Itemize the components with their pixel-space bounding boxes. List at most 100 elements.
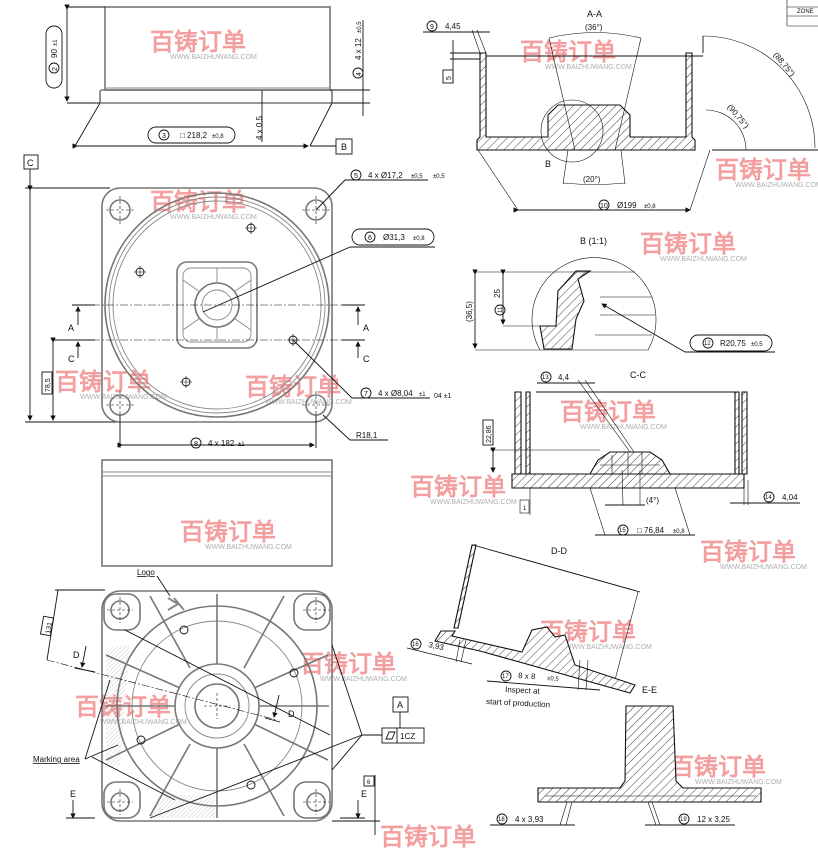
marking-area-bottom (150, 795, 215, 818)
dimension-text: WWW.BAIZHUWANG.COM (100, 719, 187, 726)
front-view (101, 459, 333, 567)
section-cc-title: C-C (630, 370, 646, 380)
dimension-text: 4 (356, 72, 363, 76)
dimension-text: 90 (50, 49, 59, 58)
dimension-text: 9 (430, 24, 434, 31)
dimension-text: 4 x 12 (354, 38, 363, 60)
callout-2: 2 90 ±1 (45, 25, 63, 89)
bottom-mounting-holes (103, 593, 331, 819)
dimension-text: □ 218,2 (180, 131, 208, 140)
dimension-text: 5 (446, 76, 453, 80)
side-view: 2 90 ±1 4 4 x 12 ±0,5 4 x 0,5 3 □ 218,2 … (45, 4, 370, 155)
feature-control-frame: 1CZ (381, 727, 425, 744)
dimension-text: 4,4 (558, 373, 570, 382)
dimension-text: WWW.BAIZHUWANG.COM (545, 64, 632, 71)
dimension-text: □ 76,84 (637, 526, 665, 535)
dimension-text: ±0,8 (413, 236, 425, 242)
dimension-text: A (68, 323, 74, 333)
dimension-text: E (361, 789, 367, 799)
dimension-text: A (363, 323, 369, 333)
dimension-text: 15 (619, 528, 626, 534)
section-aa-title: A-A (587, 9, 602, 19)
dimension-text: Ø31,3 (383, 233, 405, 242)
dimension-text: 百铸订单 (700, 538, 796, 566)
dim-131: 131 (45, 622, 54, 635)
dimension-text: WWW.BAIZHUWANG.COM (565, 644, 652, 651)
dimension-text: 百铸订单 (670, 753, 766, 781)
dimension-text: ±1 (53, 39, 59, 46)
dimension-text: WWW.BAIZHUWANG.COM (735, 182, 818, 189)
dimension-text: ±1 (238, 442, 245, 448)
dimension-text: (20°) (583, 175, 601, 184)
dimension-text: 百铸订单 (640, 230, 736, 258)
dimension-text: R20,75 (720, 339, 746, 348)
dimension-text: ±0,5 (751, 342, 763, 348)
dimension-text: 百铸订单 (715, 156, 811, 184)
dimension-text: Inspect at (505, 685, 541, 696)
section-dd-title: D-D (551, 546, 567, 556)
callout-3: 3 □ 218,2 ±0,8 (147, 126, 236, 144)
dimension-text: (36°) (585, 23, 603, 32)
dimension-text: (4°) (646, 496, 659, 505)
logo-label: Logo (137, 568, 155, 577)
dimension-text: 5 (354, 173, 358, 180)
dimension-text: 4 x Ø8,04 (378, 389, 413, 398)
dimension-text: WWW.BAIZHUWANG.COM (205, 544, 292, 551)
dimension-text: WWW.BAIZHUWANG.COM (265, 399, 352, 406)
dimension-text: ±1 (419, 392, 426, 398)
dimension-text: 19 (680, 817, 687, 823)
dimension-text: WWW.BAIZHUWANG.COM (80, 394, 167, 401)
dimension-text: WWW.BAIZHUWANG.COM (320, 676, 407, 683)
dimension-text: 18 (498, 817, 505, 823)
dimension-text: 12 (704, 341, 711, 347)
dimension-text: 14 (765, 495, 772, 501)
dimension-text: 8 x 8 (518, 671, 536, 681)
dimension-text: D (73, 650, 80, 660)
dimension-text: 16 (412, 642, 419, 648)
dimension-text: 百铸订单 (150, 28, 246, 56)
dimension-text: 25 (493, 289, 502, 298)
dimension-text: C (363, 354, 370, 364)
section-ee-title: E-E (642, 685, 657, 695)
dimension-text: 6 (367, 780, 371, 786)
dim-78-5: 78,5 (45, 378, 52, 392)
dimension-text: ±0,5 (411, 174, 423, 180)
dimension-text: 1 (523, 506, 527, 512)
dimension-text: 22,86 (486, 425, 493, 443)
dimension-text: start of production (486, 697, 550, 709)
dimension-text: (36,5) (465, 301, 474, 322)
dimension-text: 4,45 (445, 22, 461, 31)
callout-4: 4 4 x 12 ±0,5 (352, 21, 364, 79)
dimension-text: ±0,5 (433, 174, 445, 180)
dimension-text: D (288, 709, 295, 719)
dimension-text: 百铸订单 (520, 38, 616, 66)
dimension-text: ±0,5 (357, 21, 363, 33)
dimension-text: 12 x 3,25 (697, 815, 730, 824)
dimension-text: 11 (498, 306, 504, 313)
detail-b-title: B (1:1) (580, 236, 607, 246)
marking-area-left (106, 645, 130, 770)
datum-b: B (341, 142, 347, 152)
top-view: C A C A C (23, 154, 435, 449)
dimension-text: WWW.BAIZHUWANG.COM (170, 54, 257, 61)
dimension-text: 4 x 3,93 (515, 815, 544, 824)
dimension-text: ±0,8 (673, 529, 685, 535)
dimension-text: WWW.BAIZHUWANG.COM (720, 564, 807, 571)
dimension-text: 百铸订单 (410, 473, 506, 501)
dimension-text: 2 (52, 67, 59, 71)
dimension-text: ±0,8 (212, 134, 224, 140)
dimension-text: WWW.BAIZHUWANG.COM (430, 499, 517, 506)
zone-label: ZONE (797, 9, 814, 15)
dimension-text: A (397, 700, 403, 710)
datum-c: C (27, 158, 34, 168)
dimension-text: E (70, 789, 76, 799)
detail-b-marker: B (545, 159, 551, 169)
flange-dim: 4 x 0,5 (255, 115, 264, 140)
dimension-text: 4 x Ø17,2 (368, 171, 403, 180)
dimension-text: 百铸订单 (300, 650, 396, 678)
section-d-d: D-D 16 3,93 17 8 x 8 ±0,5 Inspect at sta… (406, 544, 641, 709)
dimension-text: 3,93 (428, 640, 446, 652)
dimension-text: 6 (368, 235, 372, 242)
